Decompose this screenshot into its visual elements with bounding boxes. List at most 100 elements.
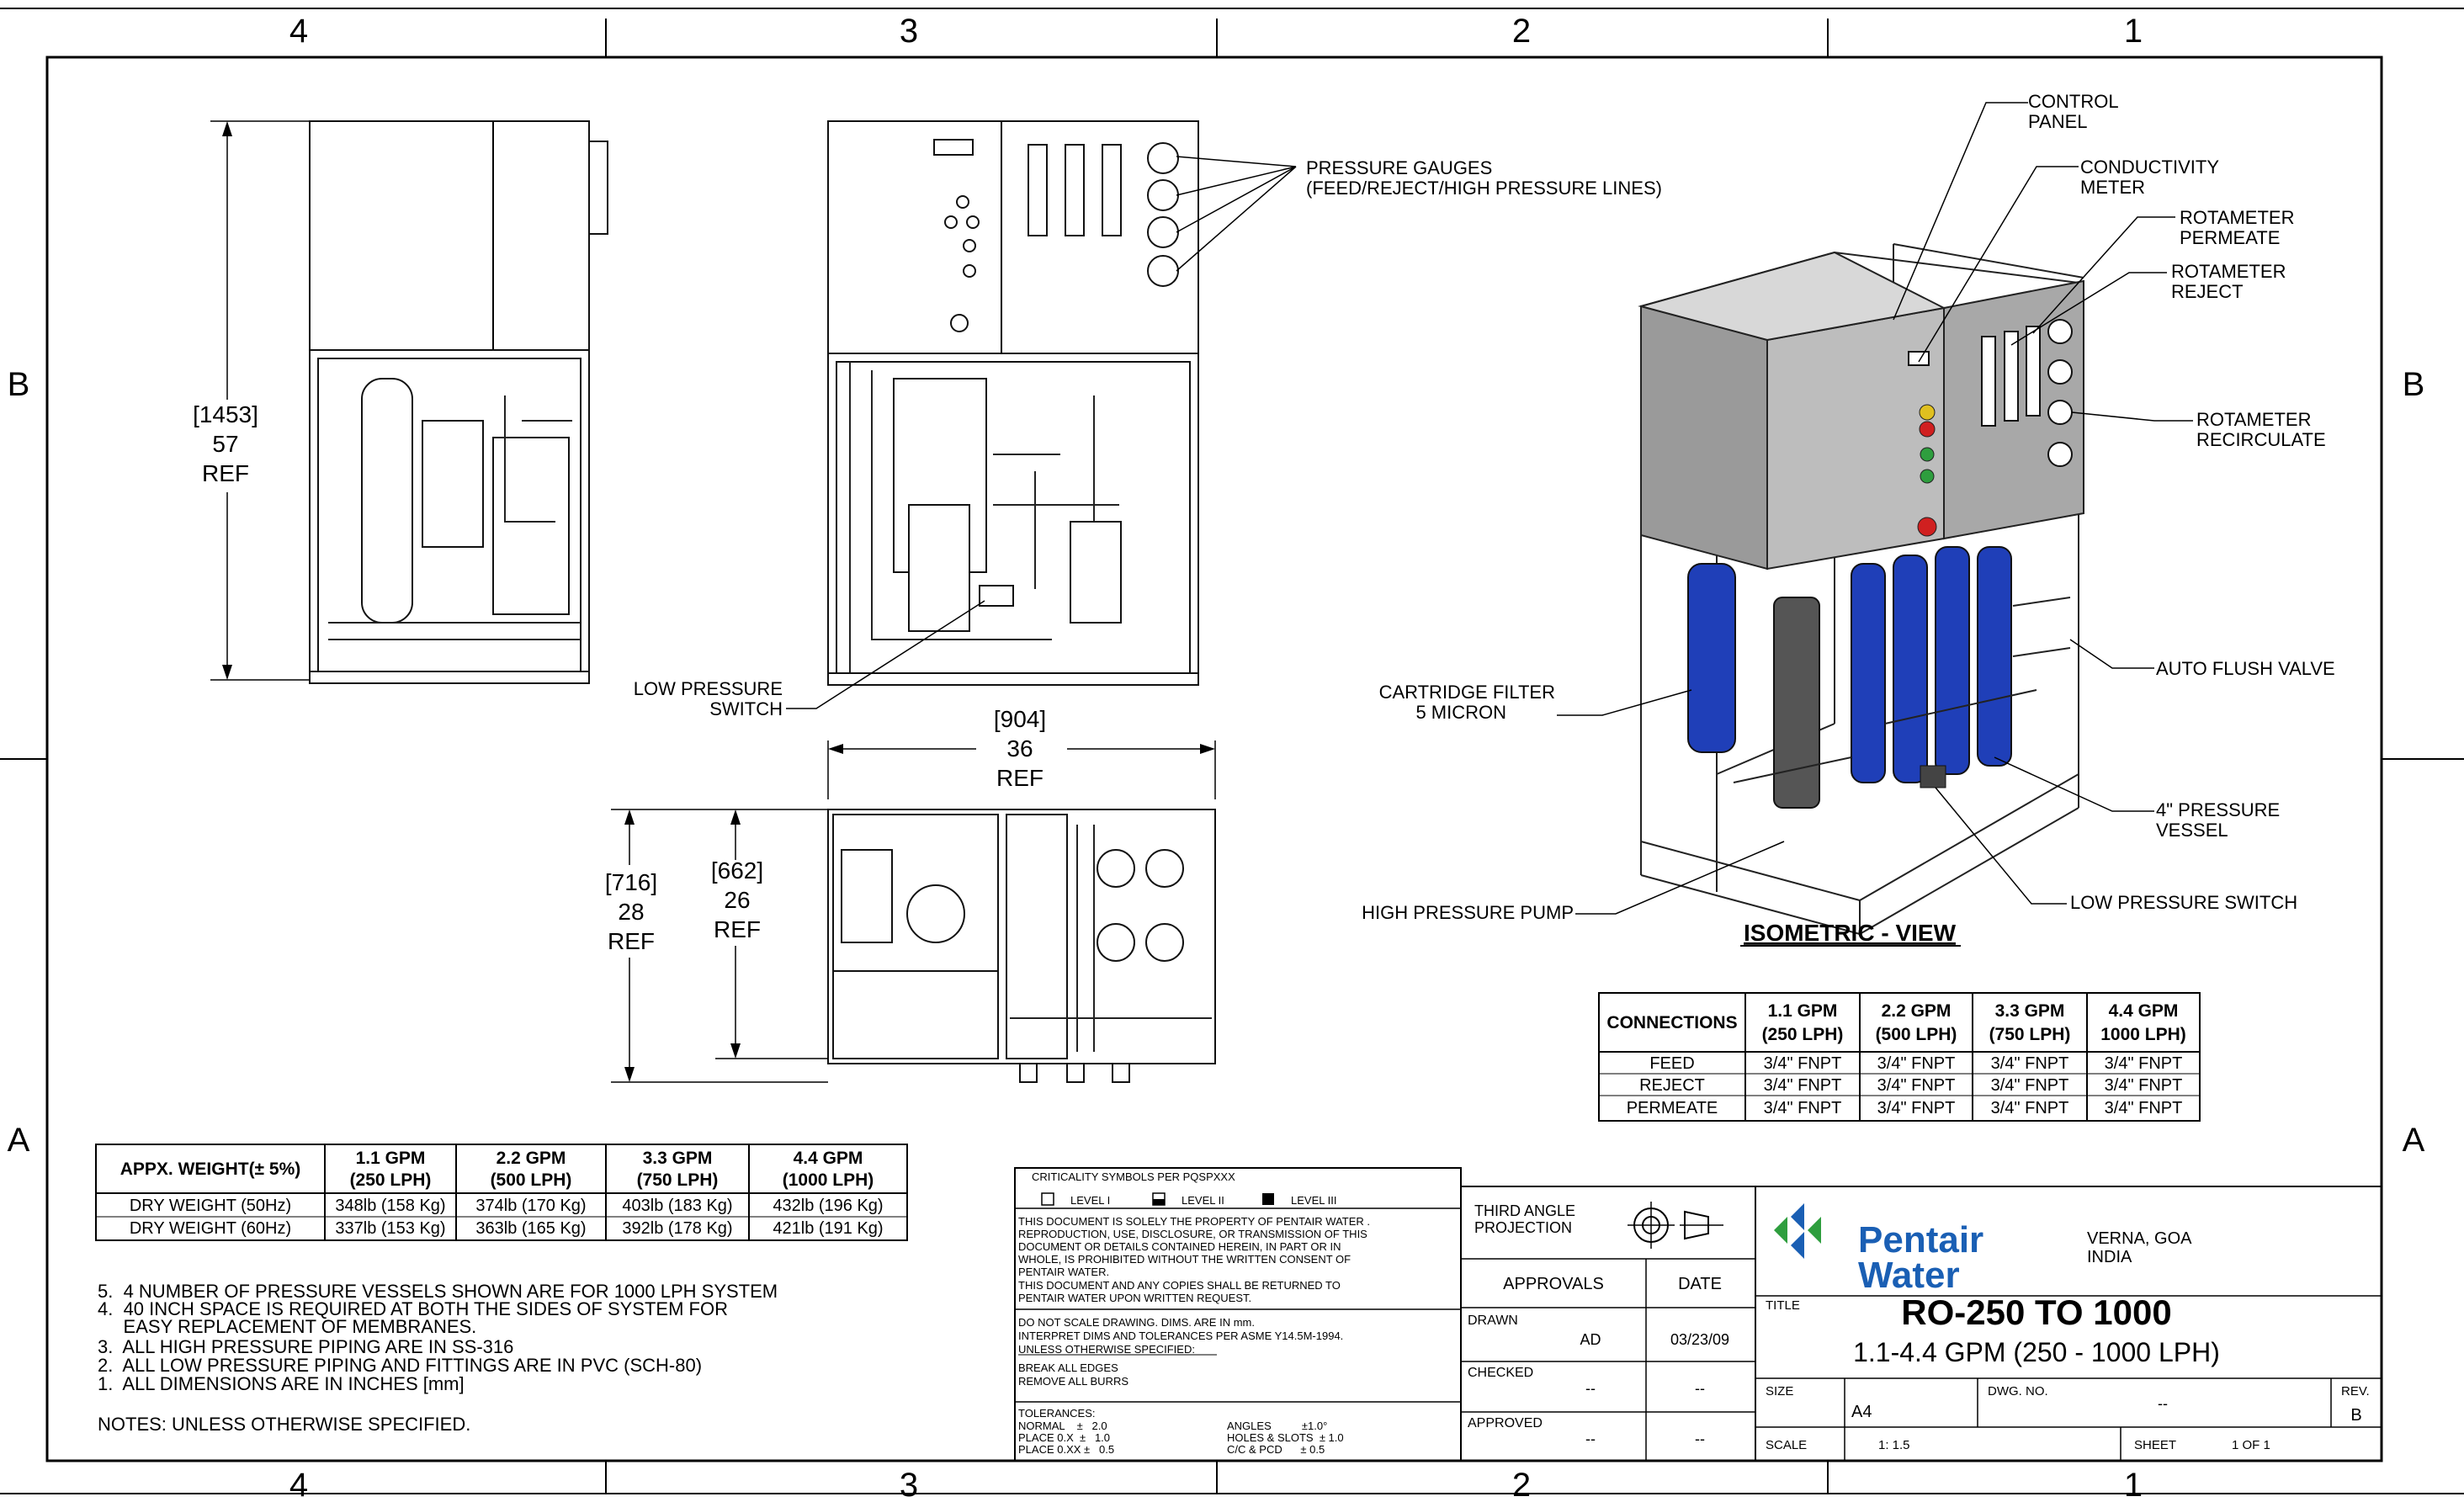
connections-row-reject-c1: 3/4" FNPT — [1764, 1076, 1842, 1095]
note-line-4-cont: EASY REPLACEMENT OF MEMBRANES. — [98, 1316, 476, 1337]
weight-50hz-c2: 374lb (170 Kg) — [475, 1197, 586, 1215]
iso-enclosure-panel — [1640, 305, 1768, 571]
tolerance-right-3: C/C & PCD ± 0.5 — [1227, 1443, 1325, 1456]
scale-text-3: UNLESS OTHERWISE SPECIFIED: — [1018, 1343, 1195, 1356]
property-text-7: PENTAIR WATER UPON WRITTEN REQUEST. — [1018, 1292, 1251, 1304]
drawn-by: AD — [1580, 1331, 1601, 1348]
weight-table: APPX. WEIGHT(± 5%) 1.1 GPM (250 LPH) 2.2… — [95, 1144, 908, 1241]
connections-row-permeate-c3: 3/4" FNPT — [1991, 1099, 2069, 1117]
projection-label-2: PROJECTION — [1474, 1219, 1572, 1236]
scale-text-2: INTERPRET DIMS AND TOLERANCES PER ASME Y… — [1018, 1330, 1343, 1342]
low-pressure-switch-iso-label: LOW PRESSURE SWITCH — [2070, 892, 2297, 913]
rotameter-recirculate-label-2: RECIRCULATE — [2196, 429, 2326, 450]
property-text-3: DOCUMENT OR DETAILS CONTAINED HEREIN, IN… — [1018, 1240, 1341, 1253]
weight-header-1b: (250 LPH) — [350, 1170, 432, 1190]
pressure-vessel-label-2: VESSEL — [2156, 820, 2228, 841]
weight-header-2b: (500 LPH) — [491, 1170, 572, 1190]
title-label: TITLE — [1766, 1298, 1800, 1313]
control-panel-label-2: PANEL — [2028, 111, 2088, 132]
zone-col-2-top: 2 — [1512, 13, 1531, 50]
connections-header-4b: 1000 LPH) — [2100, 1025, 2186, 1044]
property-text-4: WHOLE, IS PROHIBITED WITHOUT THE WRITTEN… — [1018, 1253, 1351, 1266]
dwg-no-value: -- — [2158, 1395, 2168, 1412]
zone-row-b-left: B — [8, 366, 30, 403]
weight-50hz-c3: 403lb (183 Kg) — [622, 1197, 732, 1215]
weight-60hz-c1: 337lb (153 Kg) — [335, 1219, 445, 1238]
weight-50hz-c4: 432lb (196 Kg) — [773, 1197, 883, 1215]
rotameter-permeate-label-1: ROTAMETER — [2180, 207, 2294, 228]
height-dim-text-1: [1453] — [193, 401, 258, 427]
connections-row-reject-c4: 3/4" FNPT — [2105, 1076, 2183, 1095]
level-3-label: LEVEL III — [1291, 1194, 1336, 1207]
note-line-1: 1. ALL DIMENSIONS ARE IN INCHES [mm] — [98, 1373, 465, 1394]
control-panel-label-1: CONTROL — [2028, 91, 2119, 112]
rev-label: REV. — [2341, 1384, 2370, 1399]
pressure-gauges-callout: PRESSURE GAUGES (FEED/REJECT/HIGH PRESSU… — [1176, 156, 1662, 272]
location-2: INDIA — [2087, 1248, 2132, 1266]
drawn-date: 03/23/09 — [1670, 1331, 1729, 1348]
connections-header-3b: (750 LPH) — [1989, 1025, 2071, 1044]
front-view: PRESSURE GAUGES (FEED/REJECT/HIGH PRESSU… — [634, 120, 1662, 719]
connections-row-reject-c2: 3/4" FNPT — [1877, 1076, 1956, 1095]
connections-row-feed-c2: 3/4" FNPT — [1877, 1054, 1956, 1073]
outer-depth-dim-text-3: REF — [608, 928, 655, 954]
isometric-title: ISOMETRIC - VIEW — [1744, 920, 1957, 946]
scale-value: 1: 1.5 — [1878, 1438, 1910, 1452]
approvals-label: APPROVALS — [1503, 1275, 1604, 1293]
pressure-vessel-label-1: 4" PRESSURE — [2156, 799, 2280, 820]
sheet-label: SHEET — [2134, 1438, 2176, 1452]
top-view: [904] 36 REF [716] 28 REF [662] 26 REF — [605, 706, 1216, 1083]
iso-control-panel — [1766, 306, 1945, 571]
scale-text-1: DO NOT SCALE DRAWING. DIMS. ARE IN mm. — [1018, 1316, 1255, 1329]
pentair-logo — [1774, 1203, 1821, 1259]
rotameter-reject-label-2: REJECT — [2171, 281, 2244, 302]
approved-label: APPROVED — [1468, 1416, 1543, 1430]
criticality-title: CRITICALITY SYMBOLS PER PQSPXXX — [1032, 1170, 1235, 1183]
iso-pressure-vessel-3 — [1935, 546, 1970, 775]
iso-pump — [1773, 597, 1820, 809]
connections-row-feed-c3: 3/4" FNPT — [1991, 1054, 2069, 1073]
rotameter-reject-label-1: ROTAMETER — [2171, 261, 2286, 282]
connections-table: CONNECTIONS 1.1 GPM (250 LPH) 2.2 GPM (5… — [1598, 992, 2201, 1122]
connections-header-1a: 1.1 GPM — [1768, 1001, 1838, 1021]
inner-depth-dim-text-1: [662] — [711, 857, 763, 884]
zone-col-3-bottom: 3 — [900, 1467, 918, 1502]
property-text-2: REPRODUCTION, USE, DISCLOSURE, OR TRANSM… — [1018, 1228, 1367, 1240]
inner-depth-dim-text-2: 26 — [724, 887, 750, 913]
weight-header-4b: (1000 LPH) — [783, 1170, 874, 1190]
property-text-1: THIS DOCUMENT IS SOLELY THE PROPERTY OF … — [1018, 1215, 1370, 1228]
width-dim-text-3: REF — [996, 765, 1043, 791]
level-1-label: LEVEL I — [1070, 1194, 1110, 1207]
note-line-5: 5. 4 NUMBER OF PRESSURE VESSELS SHOWN AR… — [98, 1281, 778, 1302]
iso-low-pressure-switch — [1920, 765, 1946, 788]
projection-label-1: THIRD ANGLE — [1474, 1202, 1575, 1219]
company-name-2: Water — [1858, 1255, 1960, 1296]
zone-col-4-bottom: 4 — [289, 1467, 308, 1502]
tolerances-heading: TOLERANCES: — [1018, 1407, 1096, 1420]
title-block: CRITICALITY SYMBOLS PER PQSPXXX LEVEL I … — [1014, 1167, 2382, 1462]
zone-row-a-right: A — [2403, 1122, 2425, 1159]
isometric-callouts: CONTROL PANEL CONDUCTIVITY METER ROTAMET… — [1362, 91, 2335, 923]
weight-50hz-label: DRY WEIGHT (50Hz) — [130, 1197, 291, 1215]
low-pressure-switch-front-callout: LOW PRESSURE SWITCH — [634, 600, 985, 719]
notes-heading: NOTES: UNLESS OTHERWISE SPECIFIED. — [98, 1414, 470, 1435]
date-label: DATE — [1678, 1275, 1722, 1293]
zone-col-2-bottom: 2 — [1512, 1467, 1531, 1502]
size-label: SIZE — [1766, 1384, 1793, 1399]
iso-indicator-red — [1919, 421, 1936, 438]
rotameter-recirculate-label-1: ROTAMETER — [2196, 409, 2311, 430]
zone-row-a-left: A — [8, 1122, 30, 1159]
weight-header-4a: 4.4 GPM — [794, 1149, 863, 1168]
cartridge-filter-label-1: CARTRIDGE FILTER — [1379, 682, 1555, 703]
connections-header-4a: 4.4 GPM — [2109, 1001, 2179, 1021]
dwg-no-label: DWG. NO. — [1988, 1384, 2048, 1399]
zone-col-1-bottom: 1 — [2124, 1467, 2143, 1502]
weight-header-1a: 1.1 GPM — [356, 1149, 426, 1168]
weight-60hz-c2: 363lb (165 Kg) — [475, 1219, 586, 1238]
zone-col-4-top: 4 — [289, 13, 308, 50]
tolerance-left-1: NORMAL ± 2.0 — [1018, 1420, 1107, 1432]
connections-row-feed-c1: 3/4" FNPT — [1764, 1054, 1842, 1073]
outer-depth-dim-text-1: [716] — [605, 869, 657, 895]
zone-row-b-right: B — [2403, 366, 2425, 403]
